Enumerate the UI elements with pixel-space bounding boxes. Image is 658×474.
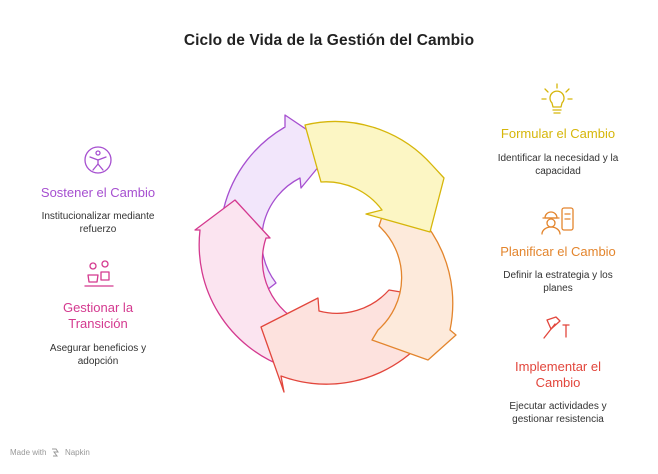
step-formular-desc-line1: Identificar la necesidad y la <box>497 153 619 164</box>
step-sostener-desc-line1: Institucionalizar mediante <box>41 211 155 222</box>
engineer-blueprint-icon <box>541 207 574 235</box>
step-planificar-desc-line2: planes <box>543 283 573 294</box>
page-title: Ciclo de Vida de la Gestión del Cambio <box>183 32 475 49</box>
step-planificar-title: Planificar el Cambio <box>500 244 616 259</box>
step-gestionar-title-line2: Transición <box>68 316 128 331</box>
step-formular: Formular el Cambio Identificar la necesi… <box>478 126 638 178</box>
step-implementar-desc-line2: gestionar resistencia <box>512 414 604 425</box>
napkin-logo-icon <box>51 448 59 457</box>
step-sostener-title: Sostener el Cambio <box>40 185 156 200</box>
footer-prefix: Made with <box>10 448 47 457</box>
step-sostener: Sostener el Cambio Institucionalizar med… <box>18 185 178 236</box>
cycle-arrow-planificar <box>371 191 457 361</box>
step-sostener-desc-line2: refuerzo <box>79 224 117 235</box>
footer-brand: Napkin <box>64 448 90 457</box>
step-formular-title: Formular el Cambio <box>500 126 616 141</box>
hammer-nail-icon <box>543 316 570 339</box>
step-gestionar: Gestionar la Transición Asegurar benefic… <box>18 300 178 368</box>
step-implementar: Implementar el Cambio Ejecutar actividad… <box>478 359 638 426</box>
people-icon <box>84 260 114 287</box>
lightbulb-icon <box>541 83 573 114</box>
step-implementar-title-line2: Cambio <box>535 375 581 390</box>
cycle-arrow-formular <box>304 120 445 233</box>
step-gestionar-title-line1: Gestionar la <box>62 300 134 315</box>
accessibility-person-icon <box>84 146 112 174</box>
made-with-footer: Made with Napkin <box>10 448 90 457</box>
step-implementar-desc-line1: Ejecutar actividades y <box>509 401 607 412</box>
step-planificar: Planificar el Cambio Definir la estrateg… <box>478 244 638 295</box>
step-implementar-title-line1: Implementar el <box>515 359 601 374</box>
step-gestionar-desc-line2: adopción <box>77 356 119 367</box>
step-gestionar-desc-line1: Asegurar beneficios y <box>49 343 147 354</box>
step-formular-desc-line2: capacidad <box>535 166 581 177</box>
step-planificar-desc-line1: Definir la estrategia y los <box>503 270 613 281</box>
